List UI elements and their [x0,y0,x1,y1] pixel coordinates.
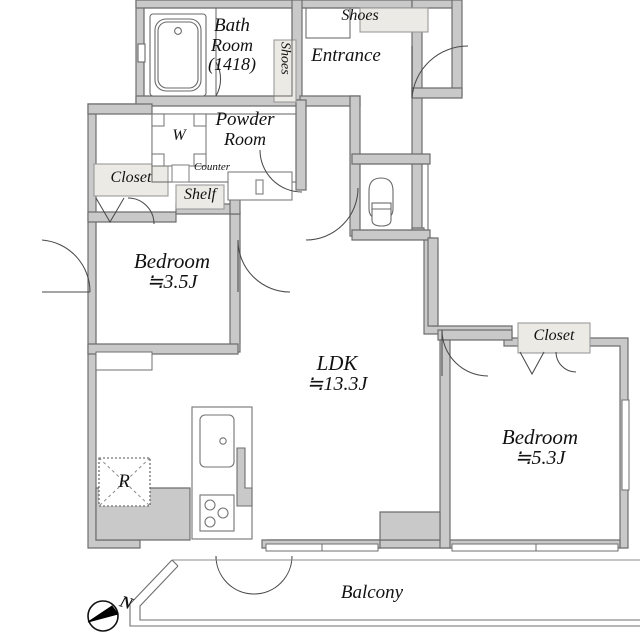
storage-box-shoes-side [273,39,297,103]
wall-structure [87,0,629,549]
door-swings [41,45,577,595]
balcony-outline [129,559,640,627]
toilet-icon [368,177,394,227]
storage-boxes [93,7,591,354]
bathtub-icon [137,13,207,97]
storage-box-closet-west [93,163,169,197]
washing-machine-icon [151,113,207,167]
storage-box-closet-east [517,322,591,354]
vanity-sink-icon [227,171,293,201]
refrigerator-space-icon [98,457,151,507]
window-openings [95,351,630,552]
compass-rose [87,600,119,632]
storage-box-shoes-upper [359,7,429,33]
kitchen-sink-icon [199,414,235,468]
counter-post [171,164,190,183]
inner-partitions [95,7,439,344]
gas-stove-icon [199,494,235,532]
storage-box-shelf [175,184,225,210]
